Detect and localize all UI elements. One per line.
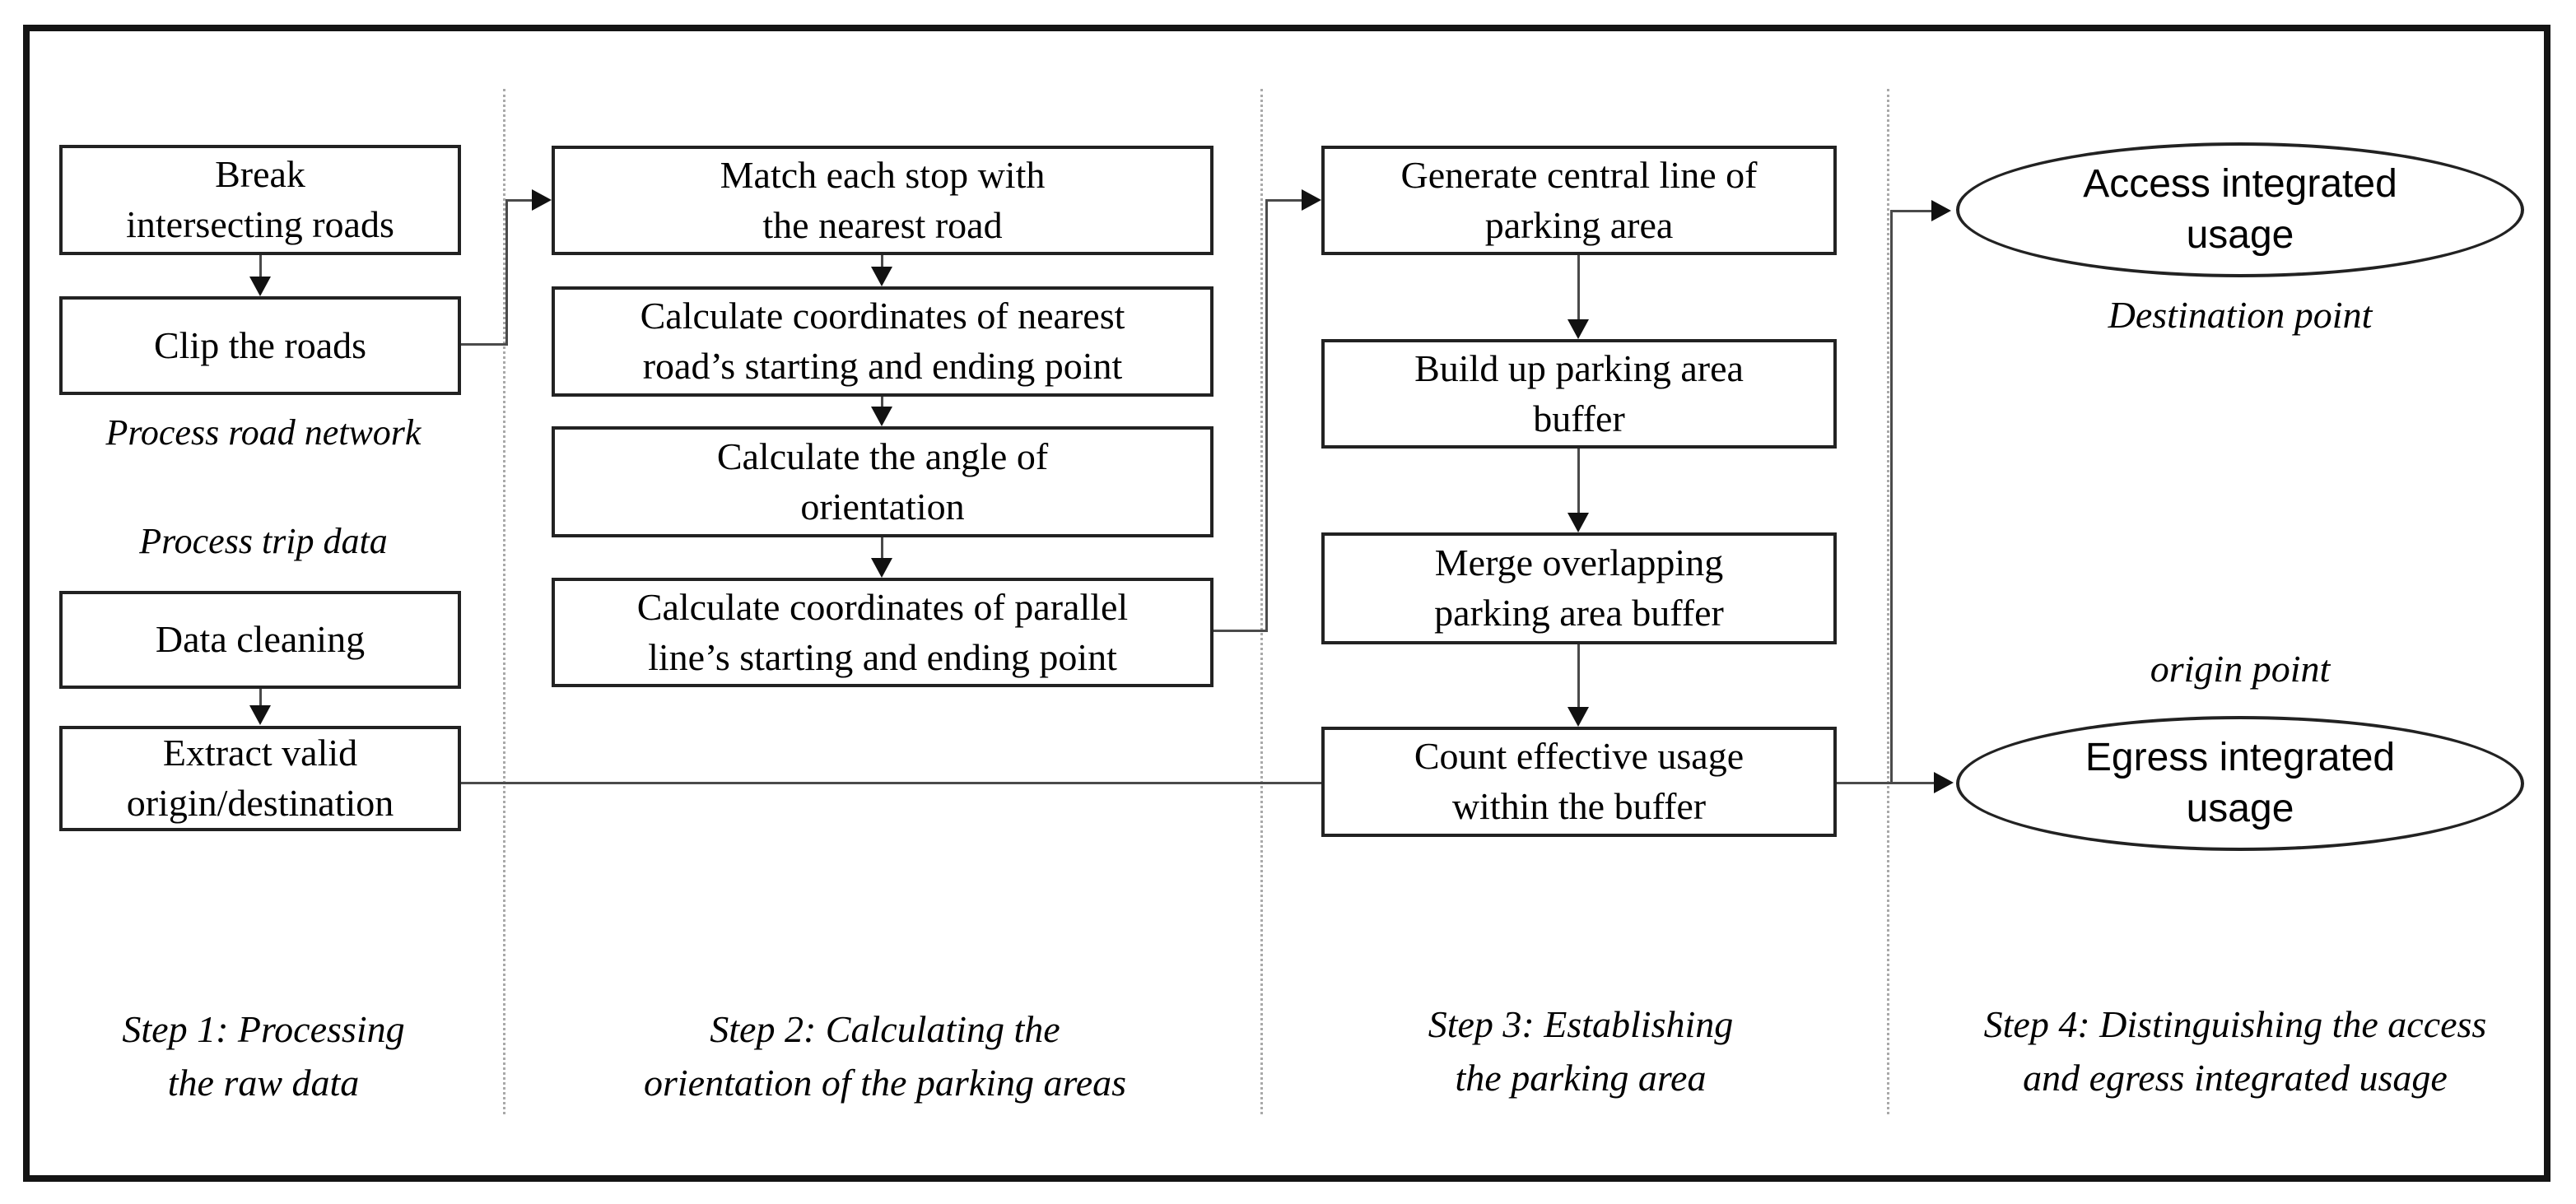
connector-line	[1577, 255, 1580, 321]
column-divider-1	[503, 89, 505, 1114]
arrowhead-down-icon	[249, 277, 271, 296]
connector-line	[1265, 199, 1268, 631]
annotation-destination-point: Destination point	[2108, 294, 2373, 336]
box-calc-coords-nearest-road: Calculate coordinates of nearest road’s …	[552, 286, 1213, 397]
connector-line	[1213, 630, 1268, 632]
box-break-intersecting-roads: Break intersecting roads	[59, 145, 461, 255]
arrowhead-down-icon	[1567, 319, 1589, 339]
box-build-parking-buffer: Build up parking area buffer	[1321, 339, 1837, 449]
connector-line	[505, 199, 532, 202]
ellipse-egress-integrated-usage: Egress integrated usage	[1956, 716, 2524, 851]
arrowhead-down-icon	[871, 407, 892, 426]
caption-step-2: Step 2: Calculating the orientation of t…	[643, 1008, 1127, 1104]
arrowhead-down-icon	[1567, 513, 1589, 532]
box-match-each-stop: Match each stop with the nearest road	[552, 146, 1213, 255]
connector-line	[1577, 449, 1580, 514]
connector-line	[881, 397, 883, 408]
connector-line	[881, 255, 883, 268]
connector-line	[461, 782, 1321, 784]
arrowhead-down-icon	[249, 705, 271, 725]
annotation-process-trip-data: Process trip data	[139, 521, 388, 561]
annotation-process-road-network: Process road network	[105, 412, 422, 453]
arrowhead-right-icon	[1934, 772, 1954, 793]
ellipse-access-integrated-usage: Access integrated usage	[1956, 142, 2524, 277]
connector-line	[505, 199, 508, 346]
box-clip-the-roads: Clip the roads	[59, 296, 461, 395]
caption-step-3: Step 3: Establishing the parking area	[1428, 1003, 1734, 1099]
connector-line	[1890, 211, 1893, 783]
connector-line	[881, 537, 883, 560]
arrowhead-down-icon	[871, 267, 892, 286]
box-calc-angle-orientation: Calculate the angle of orientation	[552, 426, 1213, 537]
caption-step-1: Step 1: Processing the raw data	[122, 1008, 405, 1104]
arrowhead-down-icon	[1567, 707, 1589, 727]
box-generate-central-line: Generate central line of parking area	[1321, 146, 1837, 255]
column-divider-3	[1887, 89, 1889, 1114]
arrowhead-right-icon	[1931, 200, 1951, 221]
box-merge-overlapping-buffer: Merge overlapping parking area buffer	[1321, 532, 1837, 644]
column-divider-2	[1260, 89, 1263, 1114]
caption-step-4: Step 4: Distinguishing the access and eg…	[1983, 1003, 2487, 1099]
box-count-effective-usage: Count effective usage within the buffer	[1321, 727, 1837, 837]
connector-line	[461, 343, 508, 346]
connector-line	[1577, 644, 1580, 709]
connector-line	[1890, 210, 1931, 212]
connector-line	[259, 689, 262, 707]
annotation-origin-point: origin point	[2150, 648, 2331, 690]
connector-line	[1837, 782, 1934, 784]
arrowhead-right-icon	[532, 189, 552, 211]
arrowhead-right-icon	[1302, 189, 1321, 211]
box-calc-coords-parallel-line: Calculate coordinates of parallel line’s…	[552, 578, 1213, 687]
box-extract-valid-origin-destination: Extract valid origin/destination	[59, 726, 461, 831]
box-data-cleaning: Data cleaning	[59, 591, 461, 689]
arrowhead-down-icon	[871, 558, 892, 578]
connector-line	[1265, 199, 1302, 202]
connector-line	[259, 255, 262, 278]
